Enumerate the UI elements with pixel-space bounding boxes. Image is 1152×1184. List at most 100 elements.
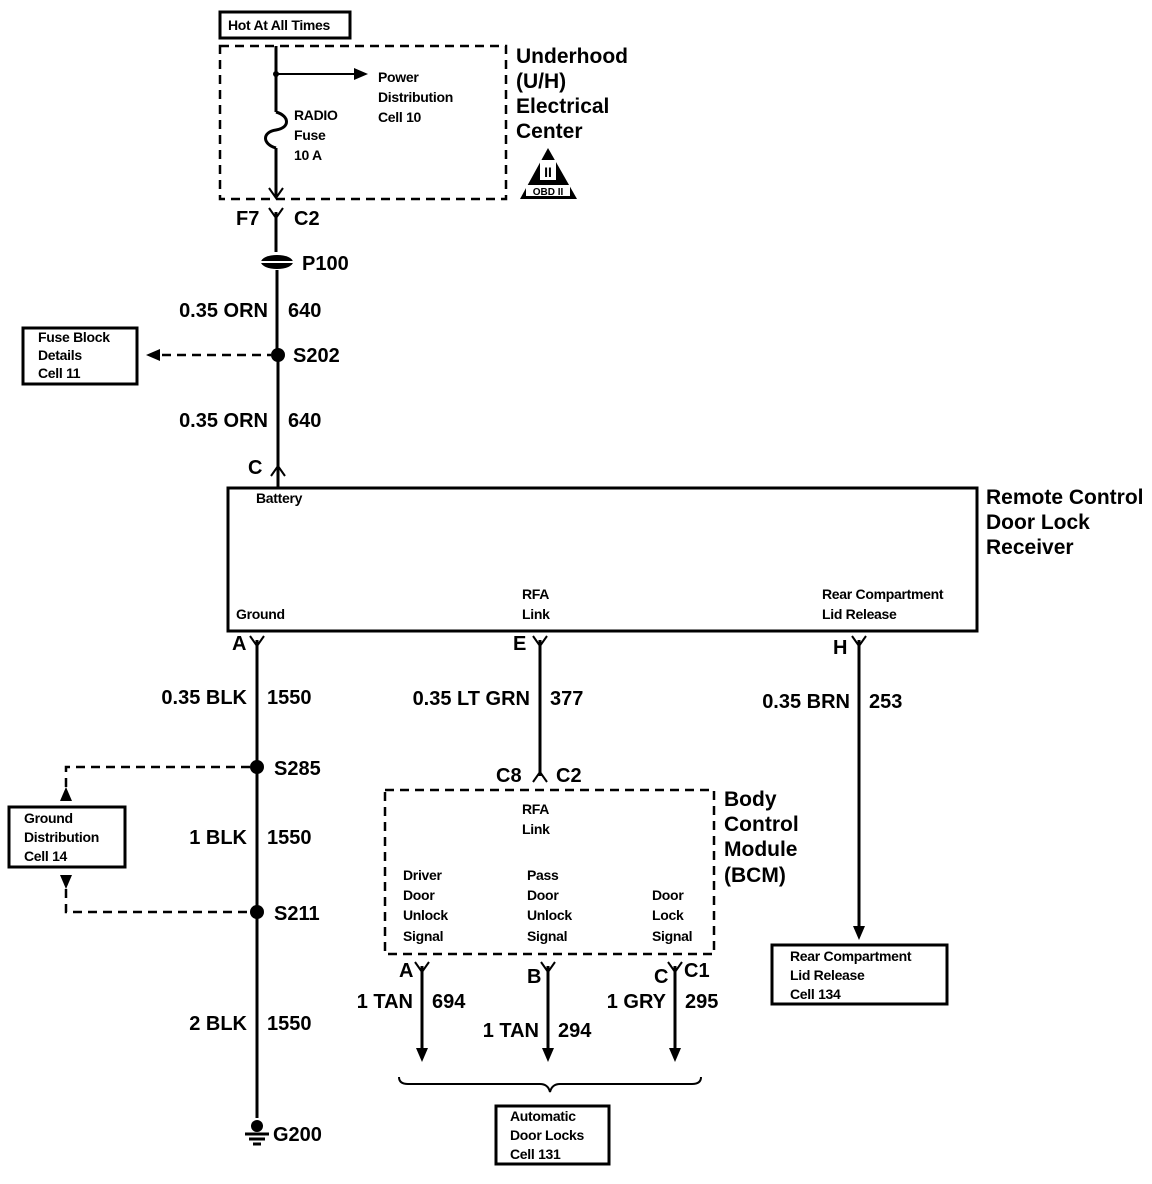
svg-text:Fuse Block: Fuse Block <box>38 329 110 345</box>
hot-label-box <box>218 10 352 40</box>
svg-text:Rear Compartment: Rear Compartment <box>822 586 944 602</box>
svg-text:(U/H): (U/H) <box>516 70 566 93</box>
svg-text:(BCM): (BCM) <box>724 864 786 887</box>
svg-text:Distribution: Distribution <box>378 89 453 105</box>
svg-text:Door: Door <box>403 887 435 903</box>
wire-1550-b-gauge: 1 BLK <box>189 827 247 849</box>
wire-1550-a-gauge: 0.35 BLK <box>161 687 247 709</box>
svg-text:Cell 14: Cell 14 <box>24 848 68 864</box>
bcm-c1: C1 <box>684 960 710 982</box>
s285-ref-line <box>64 765 250 787</box>
svg-text:Lid Release: Lid Release <box>822 606 897 622</box>
bcm-box <box>383 788 716 956</box>
wire-294-circuit: 294 <box>558 1020 592 1042</box>
svg-text:Link: Link <box>522 606 550 622</box>
uh-center-box <box>218 44 508 201</box>
rear-release-ref: Rear Compartment Lid Release Cell 134 <box>790 948 912 1002</box>
s211-ref-line <box>64 889 250 914</box>
wire-295-circuit: 295 <box>685 991 718 1013</box>
svg-text:Cell 11: Cell 11 <box>38 365 81 381</box>
s211-label: S211 <box>274 903 320 925</box>
rear-release-ref-box <box>770 943 949 1006</box>
svg-text:Module: Module <box>724 838 798 861</box>
wire-253-gauge: 0.35 BRN <box>762 691 850 713</box>
radio-fuse-label: RADIO Fuse 10 A <box>294 107 338 163</box>
connector-f7: F7 <box>236 208 259 230</box>
splice-s285-icon <box>250 760 264 774</box>
p100-grommet-icon <box>261 255 293 269</box>
bcm-pass-unlock: Pass Door Unlock Signal <box>527 867 573 944</box>
svg-text:Pass: Pass <box>527 867 559 883</box>
pin-a: A <box>232 633 246 655</box>
bcm-pin-b: B <box>527 966 541 988</box>
receiver-title: Remote Control Door Lock Receiver <box>986 486 1144 559</box>
svg-text:Door Locks: Door Locks <box>510 1127 585 1143</box>
bcm-c2: C2 <box>556 765 582 787</box>
receiver-ground: Ground <box>236 606 285 622</box>
svg-text:II: II <box>544 164 552 180</box>
svg-text:Distribution: Distribution <box>24 829 99 845</box>
auto-locks-ref: Automatic Door Locks Cell 131 <box>510 1108 585 1162</box>
connector-male-icon <box>532 770 548 783</box>
svg-text:Control: Control <box>724 813 799 836</box>
wire-640-a-gauge: 0.35 ORN <box>179 300 268 322</box>
arrow-right-icon <box>354 68 368 80</box>
arrow-down-icon <box>268 187 284 200</box>
svg-text:Door: Door <box>527 887 559 903</box>
svg-text:RADIO: RADIO <box>294 107 338 123</box>
svg-text:10 A: 10 A <box>294 147 322 163</box>
bcm-c8: C8 <box>496 765 522 787</box>
wire-694-gauge: 1 TAN <box>357 991 413 1013</box>
uh-center-title: Underhood (U/H) Electrical Center <box>516 45 628 143</box>
svg-text:Door Lock: Door Lock <box>986 511 1090 534</box>
svg-text:Unlock: Unlock <box>527 907 572 923</box>
p100-label: P100 <box>302 253 349 275</box>
arrow-down-icon <box>853 926 865 940</box>
arrow-down-icon <box>60 875 72 889</box>
svg-text:Electrical: Electrical <box>516 95 609 118</box>
wire-640-b-gauge: 0.35 ORN <box>179 410 268 432</box>
arrow-up-icon <box>60 787 72 801</box>
svg-text:Receiver: Receiver <box>986 536 1074 559</box>
bcm-pin-c: C <box>654 966 668 988</box>
obd-ii-icon: II OBD II <box>520 148 577 199</box>
svg-text:Lid Release: Lid Release <box>790 967 865 983</box>
wire-640-b-circuit: 640 <box>288 410 321 432</box>
s285-label: S285 <box>274 758 321 780</box>
svg-text:Cell 10: Cell 10 <box>378 109 422 125</box>
ground-dist-ref-box <box>7 805 127 869</box>
wire-1550-a-circuit: 1550 <box>267 687 312 709</box>
wire-377-circuit: 377 <box>550 688 583 710</box>
svg-text:Fuse: Fuse <box>294 127 326 143</box>
wire-1550-c-circuit: 1550 <box>267 1013 312 1035</box>
pin-e: E <box>513 633 526 655</box>
bcm-title: Body Control Module (BCM) <box>724 788 799 887</box>
arrow-down-icon <box>669 1048 681 1062</box>
svg-text:Body: Body <box>724 788 777 811</box>
svg-text:Automatic: Automatic <box>510 1108 576 1124</box>
hot-label: Hot At All Times <box>228 17 331 33</box>
ground-dist-ref: Ground Distribution Cell 14 <box>24 810 99 864</box>
brace-icon <box>398 1076 702 1093</box>
receiver-battery: Battery <box>256 490 303 506</box>
pin-c: C <box>248 457 262 479</box>
arrow-down-icon <box>542 1048 554 1062</box>
receiver-rfa-link: RFA Link <box>522 586 550 622</box>
ground-g200-icon <box>245 1120 269 1146</box>
fuse-block-ref: Fuse Block Details Cell 11 <box>38 329 111 381</box>
svg-text:Signal: Signal <box>652 928 692 944</box>
g200-label: G200 <box>273 1124 322 1146</box>
connector-c2-top: C2 <box>294 208 320 230</box>
receiver-box <box>226 486 979 633</box>
bcm-pin-a: A <box>399 960 413 982</box>
s202-label: S202 <box>293 345 340 367</box>
svg-text:Signal: Signal <box>403 928 443 944</box>
svg-text:Door: Door <box>652 887 684 903</box>
svg-text:Signal: Signal <box>527 928 567 944</box>
power-dist-label: Power Distribution Cell 10 <box>378 69 453 125</box>
svg-text:Cell 131: Cell 131 <box>510 1146 561 1162</box>
svg-text:Ground: Ground <box>24 810 73 826</box>
fuse-block-ref-box <box>21 326 139 386</box>
svg-text:Driver: Driver <box>403 867 443 883</box>
